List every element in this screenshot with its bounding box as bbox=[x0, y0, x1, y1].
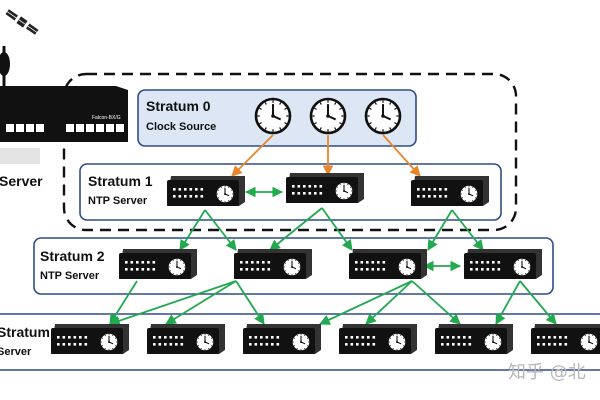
stratum2-server-4 bbox=[464, 249, 542, 279]
stratum2-server-3 bbox=[349, 249, 427, 279]
arrow-s0-s1 bbox=[231, 134, 274, 177]
device-clock-icon bbox=[483, 332, 503, 352]
device-clock-icon bbox=[195, 332, 215, 352]
stratum01-dashed-boundary bbox=[62, 72, 518, 232]
device-clock-icon bbox=[215, 184, 235, 204]
arrow-s2-s3 bbox=[495, 280, 521, 325]
satellite-icon bbox=[5, 9, 39, 35]
stratum1-server-3 bbox=[411, 176, 489, 206]
stratum0-clock-icon-3 bbox=[364, 97, 402, 135]
gps-model-label: Falcon-BX/G bbox=[92, 115, 121, 121]
stratum3-title: Stratum 3 bbox=[0, 324, 62, 340]
arrow-s2-s3 bbox=[108, 280, 237, 326]
stratum3-server-4 bbox=[339, 324, 417, 354]
arrow-s2-s3 bbox=[519, 280, 557, 325]
device-clock-icon bbox=[387, 332, 407, 352]
stratum1-subtitle: NTP Server bbox=[88, 195, 148, 207]
stratum0-title: Stratum 0 bbox=[146, 98, 211, 114]
device-clock-icon bbox=[579, 332, 599, 352]
stratum2-subtitle: NTP Server bbox=[40, 270, 100, 282]
stratum2-server-1 bbox=[119, 249, 197, 279]
stratum3-subtitle: Server bbox=[0, 346, 32, 358]
stratum0-subtitle: Clock Source bbox=[146, 121, 216, 133]
gps-receiver-device: Falcon-BX/G bbox=[0, 86, 128, 164]
antenna-icon bbox=[0, 46, 10, 90]
device-clock-icon bbox=[512, 257, 532, 277]
device-clock-icon bbox=[99, 332, 119, 352]
gps-caption: Server bbox=[0, 173, 43, 189]
stratum0-clock-icon-1 bbox=[254, 97, 292, 135]
stratum0-clock-icon-2 bbox=[309, 97, 347, 135]
stratum1-server-2 bbox=[286, 173, 364, 203]
arrow-s1-s2 bbox=[179, 209, 206, 251]
arrow-s1-s2 bbox=[321, 207, 353, 251]
device-clock-icon bbox=[282, 257, 302, 277]
watermark: 知乎 @北 bbox=[508, 362, 586, 383]
device-clock-icon bbox=[397, 257, 417, 277]
stratum1-title: Stratum 1 bbox=[88, 173, 153, 189]
device-clock-icon bbox=[334, 181, 354, 201]
arrow-s1-s2 bbox=[204, 209, 237, 251]
arrow-s2-s3 bbox=[319, 280, 413, 325]
arrow-s2-s3 bbox=[365, 280, 413, 325]
arrow-s2-s3 bbox=[235, 280, 265, 325]
stratum3-server-2 bbox=[147, 324, 225, 354]
stratum3-server-1 bbox=[51, 324, 129, 354]
device-clock-icon bbox=[291, 332, 311, 352]
arrow-s1-s2 bbox=[451, 209, 484, 251]
stratum2-title: Stratum 2 bbox=[40, 248, 105, 264]
arrow-s0-s1 bbox=[382, 134, 421, 177]
stratum1-server-1 bbox=[167, 176, 245, 206]
stratum2-server-2 bbox=[234, 249, 312, 279]
arrow-s1-s2 bbox=[269, 207, 323, 251]
device-clock-icon bbox=[167, 257, 187, 277]
device-clock-icon bbox=[459, 184, 479, 204]
arrow-s1-s2 bbox=[427, 209, 453, 251]
stratum3-server-6 bbox=[531, 324, 600, 354]
arrow-s2-s3 bbox=[165, 280, 237, 325]
arrow-s2-s3 bbox=[411, 280, 461, 325]
stratum3-server-3 bbox=[243, 324, 321, 354]
stratum3-server-5 bbox=[435, 324, 513, 354]
